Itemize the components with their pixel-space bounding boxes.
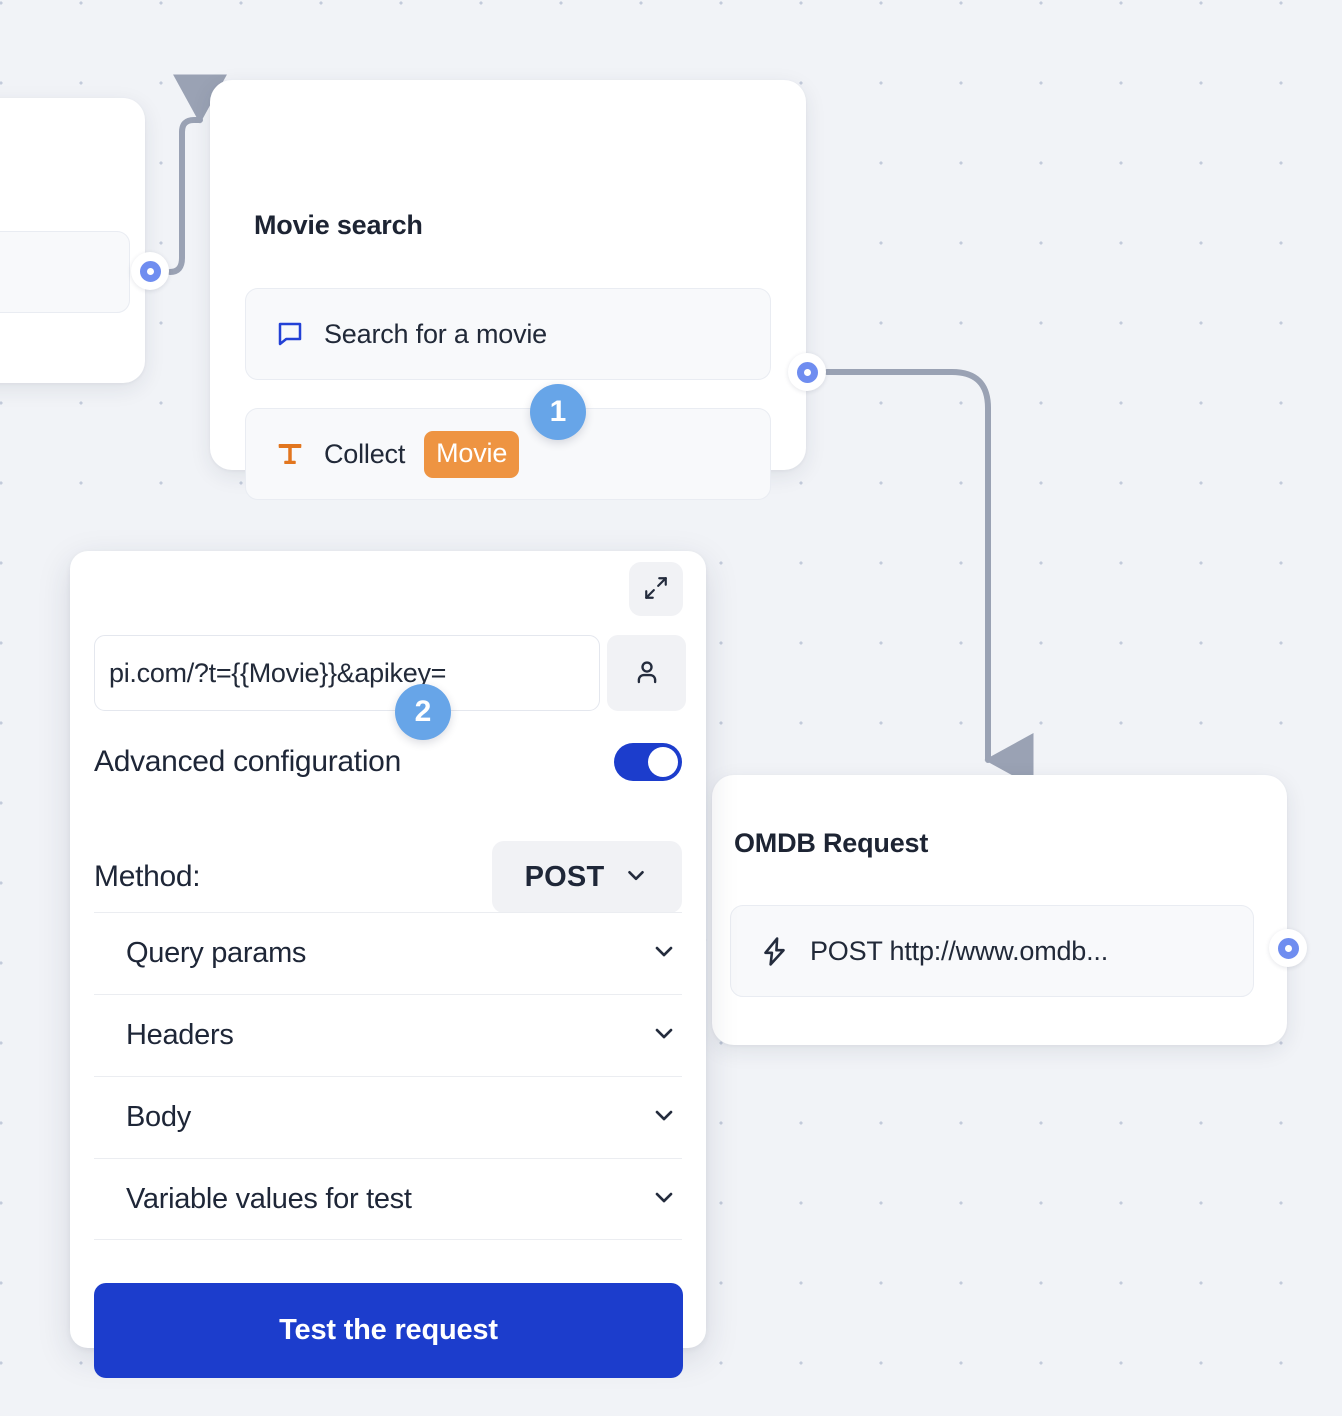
request-url-input[interactable] [94,635,600,711]
accordion-item-body[interactable]: Body [94,1076,682,1158]
text-t-icon [275,439,305,469]
method-selected-value: POST [524,860,605,893]
method-row: Method: POST [94,841,682,913]
node-movie-search[interactable]: Movie search Search for a movie [210,80,806,500]
node-row-label: Collect [324,438,406,469]
step-badge-1: 1 [530,384,586,440]
advanced-configuration-toggle[interactable] [614,743,682,781]
config-accordion: Query params Headers Body Variable value… [94,912,682,1240]
chevron-down-icon [650,937,678,970]
accordion-label: Query params [126,937,307,969]
expand-panel-button[interactable] [629,562,683,616]
chat-bubble-icon [275,319,305,349]
advanced-configuration-label: Advanced configuration [94,745,401,778]
chevron-down-icon [623,862,649,893]
node-row-search-for-a-movie[interactable]: Search for a movie [245,288,771,380]
step-badge-2: 2 [395,684,451,740]
test-the-request-button[interactable]: Test the request [94,1283,683,1378]
accordion-item-headers[interactable]: Headers [94,994,682,1076]
user-icon [632,657,662,690]
chevron-down-icon [650,1019,678,1052]
edge-left-to-movie [167,74,227,275]
accordion-label: Headers [126,1019,234,1051]
connector-handle-omdb-request[interactable] [1269,929,1307,967]
partial-node-left[interactable] [0,98,145,383]
partial-node-row[interactable] [0,231,130,313]
node-title-movie-search: Movie search [254,210,423,240]
lightning-bolt-icon [759,936,790,967]
node-row-post-request[interactable]: POST http://www.omdb... [730,905,1254,997]
variable-chip-movie[interactable]: Movie [424,430,520,478]
advanced-configuration-row[interactable]: Advanced configuration [94,743,682,781]
node-title-omdb-request: OMDB Request [734,828,929,858]
connector-handle-left-node[interactable] [131,252,169,290]
auth-button[interactable] [607,635,686,711]
edge-movie-to-omdb [824,369,1034,787]
node-omdb-request[interactable]: OMDB Request POST http://www.omdb... [690,775,1287,1045]
method-select[interactable]: POST [492,841,682,913]
expand-diagonal-icon [643,575,669,604]
node-row-label: Search for a movie [324,318,547,349]
accordion-label: Variable values for test [126,1182,412,1215]
method-label: Method: [94,860,201,893]
connector-handle-movie-search[interactable] [788,353,826,391]
accordion-label: Body [126,1101,191,1133]
chevron-down-icon [650,1183,678,1216]
node-row-label: POST http://www.omdb... [810,935,1109,966]
node-row-collect-movie[interactable]: Collect Movie [245,408,771,500]
chevron-down-icon [650,1101,678,1134]
url-field-group[interactable] [94,635,686,711]
accordion-item-query-params[interactable]: Query params [94,912,682,994]
request-config-panel[interactable]: Advanced configuration Method: POST Quer… [70,551,706,1348]
accordion-item-variable-values-for-test[interactable]: Variable values for test [94,1158,682,1240]
